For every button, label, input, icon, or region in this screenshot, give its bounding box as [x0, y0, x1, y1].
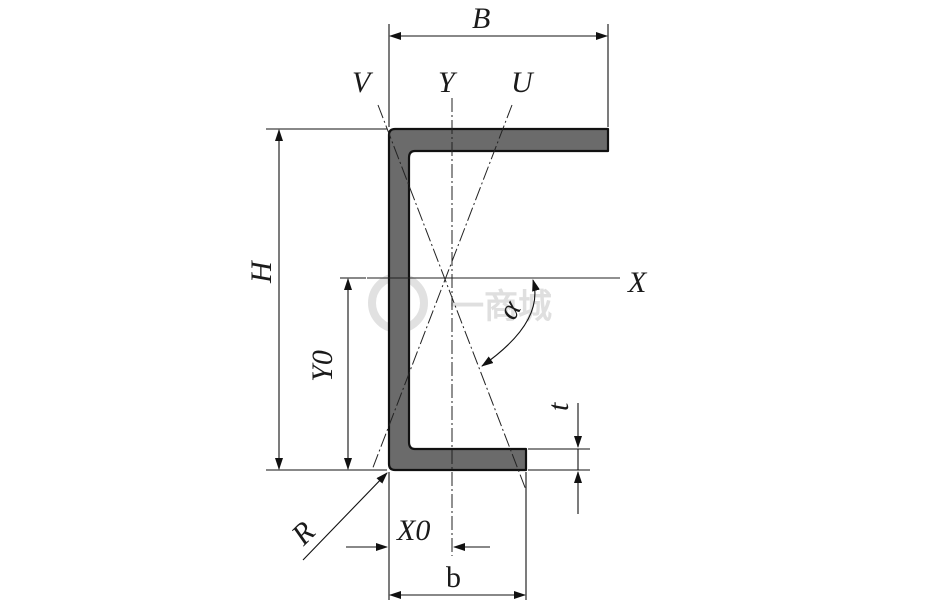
- label-x-axis: X: [627, 266, 648, 299]
- label-y-axis: Y: [438, 66, 458, 99]
- label-y0: Y0: [306, 350, 339, 382]
- label-v-axis: V: [352, 66, 374, 99]
- label-x0: X0: [396, 514, 430, 547]
- dim-r-leader: [302, 472, 388, 561]
- u-axis-centerline: [371, 104, 513, 471]
- v-axis-centerline: [377, 104, 527, 491]
- label-h: H: [245, 259, 278, 284]
- label-t: t: [542, 402, 575, 411]
- alpha-angle-arc: [481, 279, 540, 367]
- label-u-axis: U: [511, 66, 535, 99]
- label-b-lower: b: [446, 561, 461, 594]
- label-b-upper: B: [472, 2, 490, 35]
